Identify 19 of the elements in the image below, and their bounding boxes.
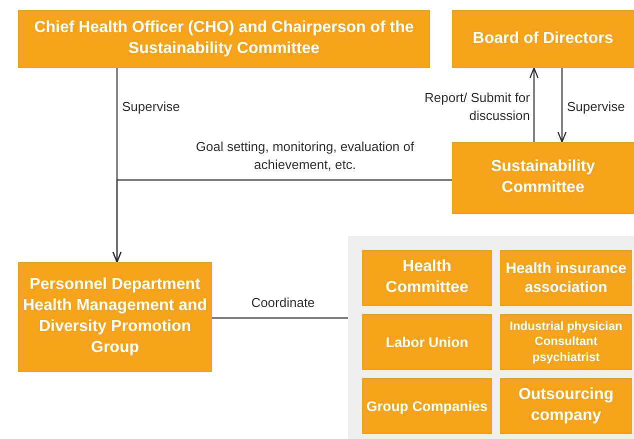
connector-arrow [557, 68, 567, 143]
connector-arrow [112, 179, 452, 263]
org-box: Sustainability Committee [452, 142, 634, 214]
group-panel [348, 236, 634, 439]
org-box: Health Committee [362, 250, 492, 306]
edge-label: Coordinate [250, 294, 316, 312]
org-box: Outsourcing company [500, 378, 632, 434]
org-box: Group Companies [362, 378, 492, 434]
org-box: Chief Health Officer (CHO) and Chairperson of the Sustainability Committee [18, 10, 430, 68]
org-box: Personnel Department Health Management and Diversity Promotion Group [18, 262, 212, 372]
org-box: Health insurance association [500, 250, 632, 306]
org-box: Labor Union [362, 314, 492, 370]
connector-arrow [529, 67, 539, 142]
edge-label: Report/ Submit for discussion [424, 89, 530, 126]
edge-label: Supervise [567, 98, 626, 116]
org-box: Industrial physician Consultant psychiatrist [500, 314, 632, 370]
edge-label: Goal setting, monitoring, evaluation of achievement, etc. [194, 138, 416, 174]
org-box: Board of Directors [452, 10, 634, 68]
edge-label: Supervise [122, 98, 181, 116]
